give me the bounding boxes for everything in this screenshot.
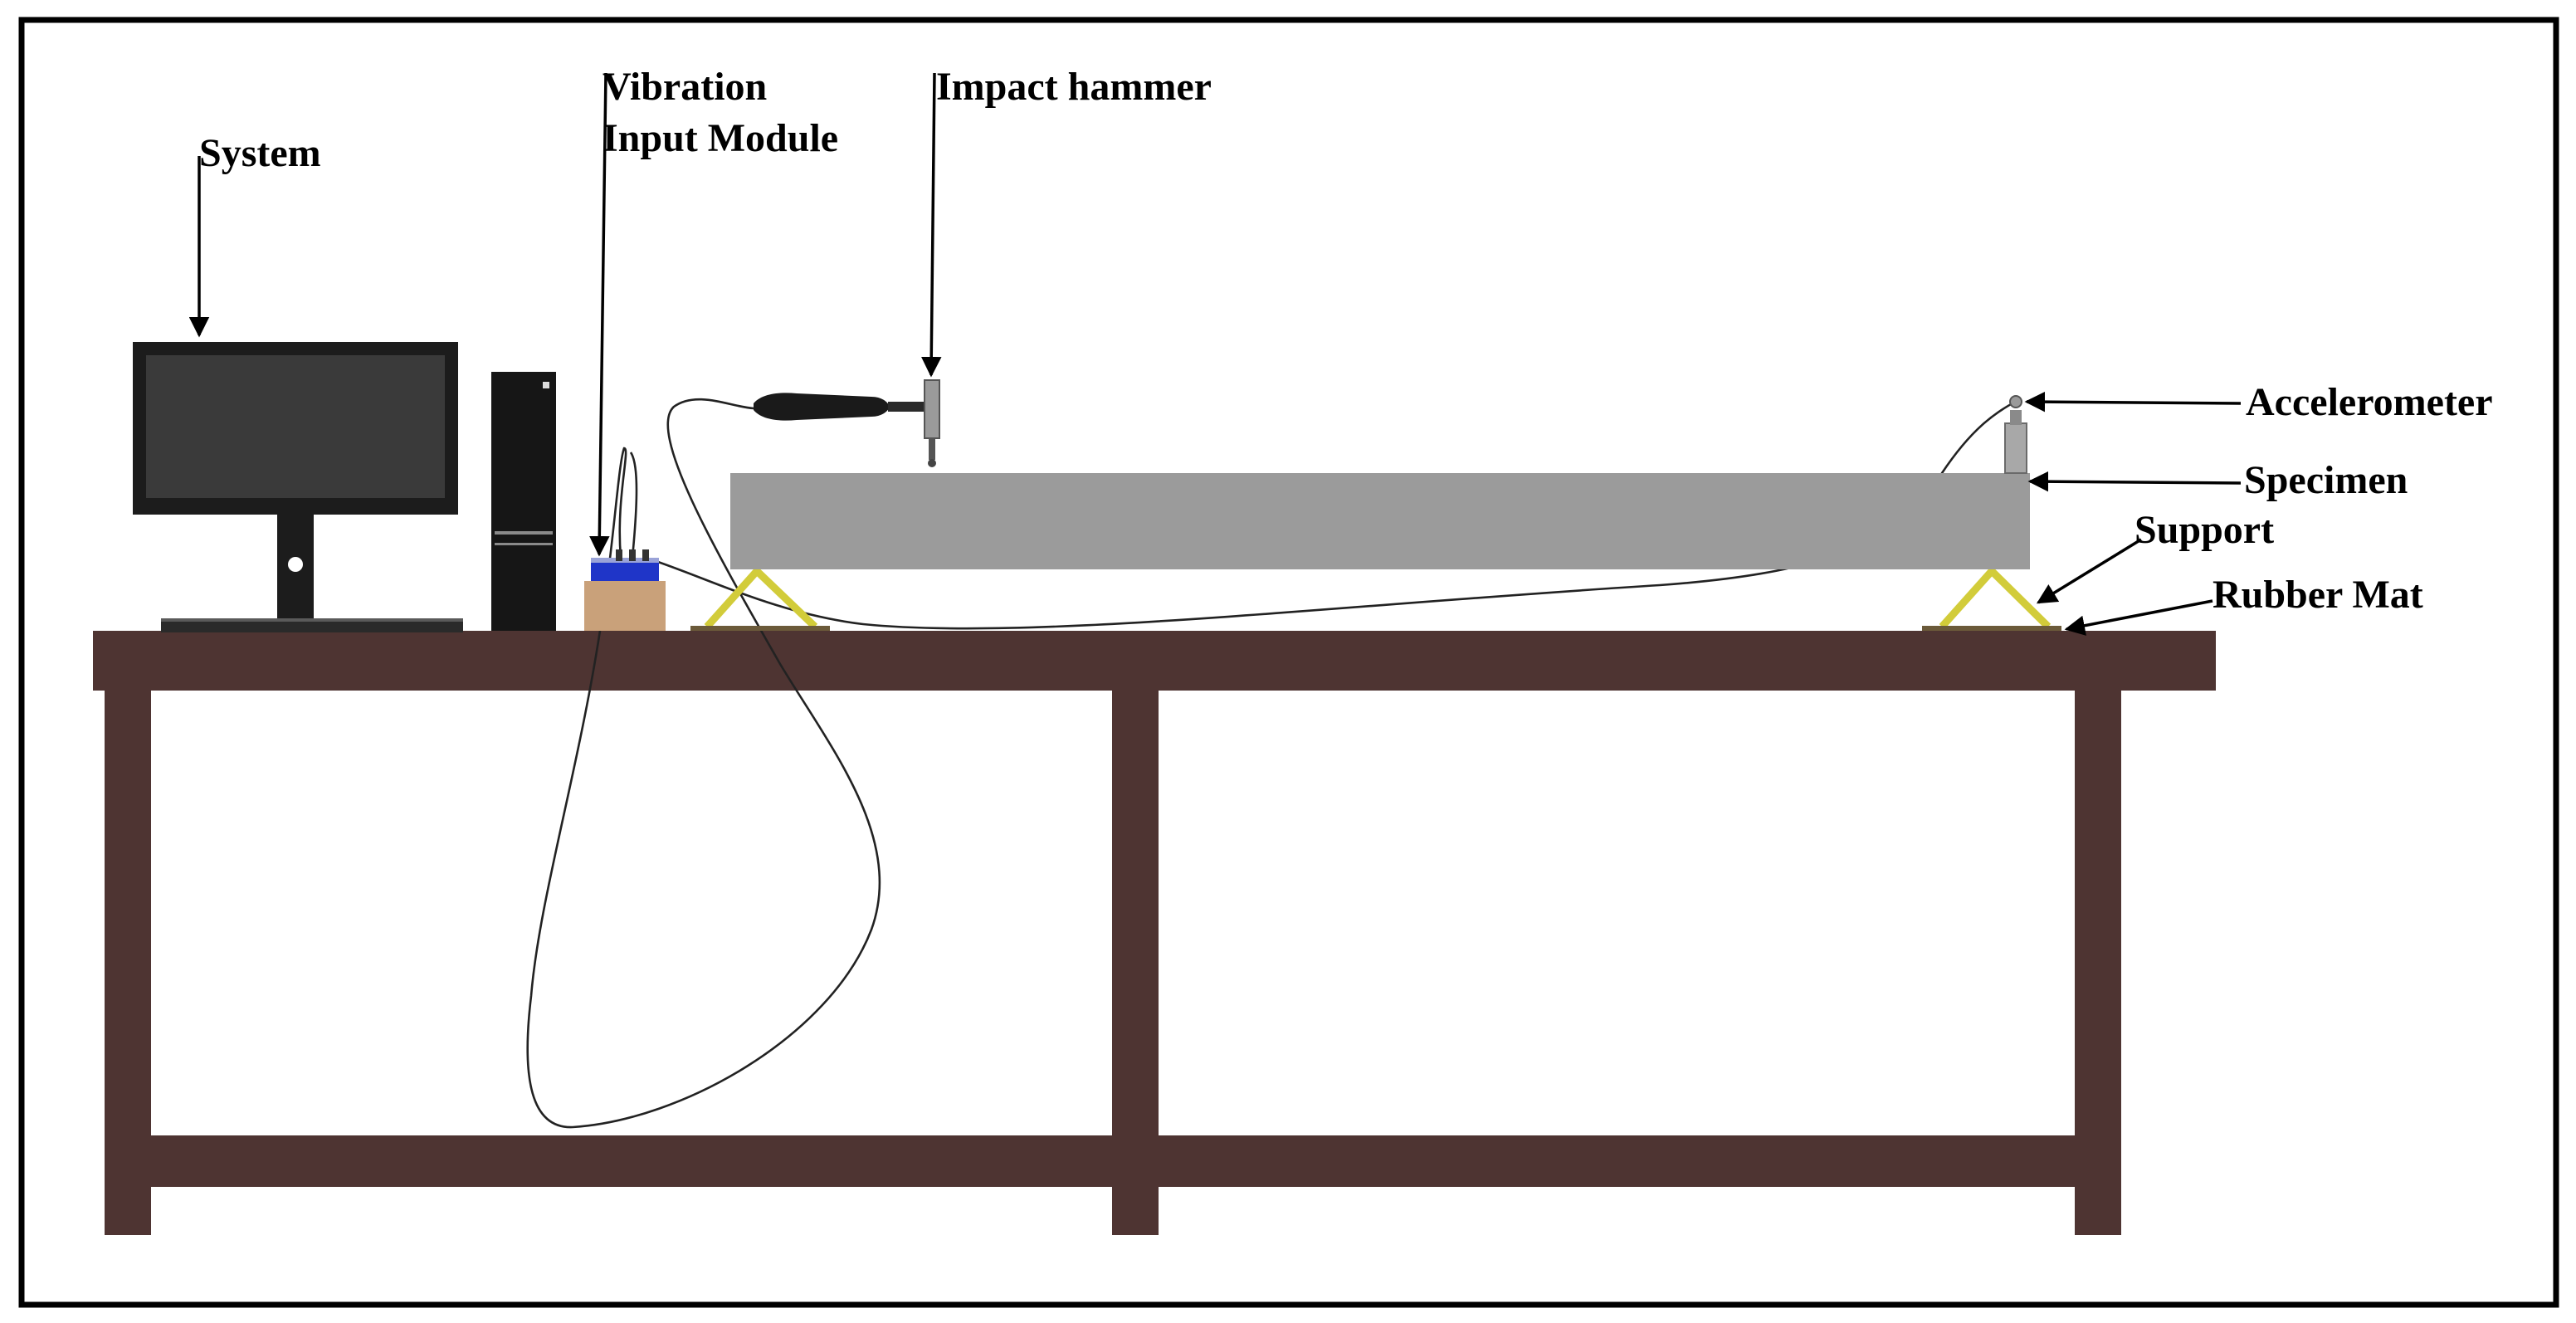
- label-system: System: [199, 131, 321, 175]
- vibration-input-module: [584, 549, 666, 631]
- labels: System Vibration Input Module Impact ham…: [199, 65, 2493, 617]
- label-impact-hammer: Impact hammer: [936, 65, 1212, 109]
- leader-vibration: [589, 72, 610, 557]
- specimen-beam: [730, 473, 2030, 569]
- figure-border: [18, 17, 2559, 1308]
- leader-support: [2036, 538, 2142, 604]
- label-specimen: Specimen: [2244, 458, 2408, 502]
- work-table: [93, 631, 2216, 1235]
- label-rubber-mat: Rubber Mat: [2213, 573, 2423, 617]
- label-support: Support: [2134, 508, 2274, 552]
- monitor-icon: [133, 342, 458, 624]
- supports: [690, 565, 2061, 631]
- support-right: [1939, 565, 2052, 630]
- module-cable-loop: [526, 398, 881, 1129]
- support-left: [704, 565, 818, 630]
- leader-hammer: [920, 72, 942, 378]
- label-accelerometer: Accelerometer: [2246, 380, 2493, 424]
- cpu-tower-icon: [491, 372, 556, 631]
- label-vibration-line2: Input Module: [603, 116, 838, 160]
- leader-lines: [188, 72, 2242, 636]
- leader-specimen: [2027, 471, 2242, 492]
- leader-rubber-mat: [2064, 599, 2213, 636]
- impact-hammer-icon: [754, 379, 940, 467]
- rubber-mat-left: [690, 626, 830, 631]
- table-crossbar: [105, 1135, 2121, 1187]
- accelerometer-icon: [2004, 395, 2027, 474]
- rubber-mat-right: [1922, 626, 2061, 631]
- table-top: [93, 631, 2216, 691]
- module-cable-short: [629, 452, 638, 559]
- keyboard-icon: [161, 618, 463, 632]
- label-vibration-line1: Vibration: [603, 65, 767, 109]
- leader-accelerometer: [2024, 391, 2242, 413]
- computer-system: [133, 342, 556, 632]
